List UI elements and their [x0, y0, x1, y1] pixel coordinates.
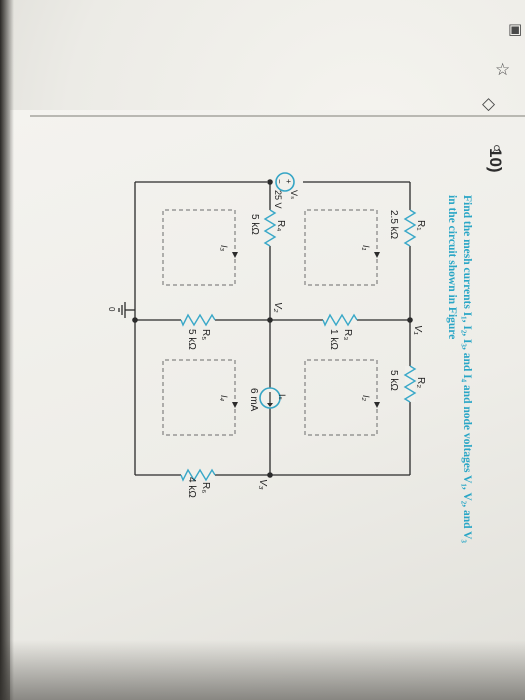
r3-value: 1 kΩ: [328, 329, 339, 350]
r4-name: R₄: [275, 220, 286, 231]
search-icon[interactable]: ⌕: [492, 138, 502, 158]
svg-text:+: +: [284, 179, 293, 184]
r2-name: R₂: [415, 377, 425, 388]
r3-name: R₃: [342, 329, 353, 340]
mesh-arrow-3: [232, 252, 238, 258]
node-v3-label: V₃: [257, 479, 268, 490]
r6-name: R₆: [200, 482, 211, 493]
resistor-r5: [180, 313, 216, 327]
r6-value: 4 kΩ: [186, 477, 197, 498]
r4-value: 5 kΩ: [249, 214, 260, 235]
voltage-source: + −: [275, 172, 295, 192]
is-value: 6 mA: [248, 388, 259, 412]
node-v2-label: V₂: [272, 302, 283, 313]
resistor-r1: [403, 209, 417, 247]
r5-value: 5 kΩ: [186, 329, 197, 350]
r5-name: R₅: [200, 329, 211, 340]
bookmark-icon[interactable]: ◇: [482, 94, 496, 114]
edge-shadow: [0, 0, 14, 700]
mesh-label-i3: I₃: [219, 245, 229, 252]
mesh-label-i2: I₂: [361, 395, 371, 402]
resistor-r2: [403, 365, 417, 403]
bottom-shadow: [0, 640, 525, 700]
node-dot-v2: [267, 317, 273, 323]
node-dot-ground: [132, 317, 138, 323]
resistor-r3: [322, 313, 358, 327]
resistor-r4: [263, 209, 277, 247]
mesh-arrow-1: [374, 252, 380, 258]
tab-icon[interactable]: ▣: [508, 20, 523, 38]
mesh-box-2: [304, 359, 378, 436]
mesh-box-3: [162, 209, 236, 286]
node-dot-left: [267, 179, 273, 185]
ground-label: 0: [107, 307, 116, 312]
mesh-label-i1: I₁: [361, 245, 371, 251]
question-number: 10): [486, 148, 505, 173]
mesh-arrow-2: [374, 402, 380, 408]
mesh-label-i4: I₄: [219, 395, 229, 402]
r1-name: R₁: [415, 220, 425, 231]
vs-value: 25 V: [273, 190, 283, 209]
mesh-box-1: [304, 209, 378, 286]
resistor-r6: [180, 468, 216, 482]
node-v1-label: V₁: [412, 325, 423, 335]
mesh-box-4: [162, 359, 236, 436]
star-icon[interactable]: ☆: [495, 60, 511, 80]
vs-name: Vₛ: [289, 190, 299, 199]
r2-value: 5 kΩ: [388, 370, 399, 391]
svg-text:−: −: [275, 179, 284, 184]
current-source: [259, 387, 281, 409]
r1-value: 2.5 kΩ: [388, 210, 399, 240]
node-dot-v3: [267, 472, 273, 478]
problem-statement: Find the mesh currents I₁, I₂, I₃, and I…: [446, 195, 473, 543]
node-dot-v1: [407, 317, 413, 323]
circuit-diagram: + −: [107, 172, 425, 498]
mesh-arrow-4: [232, 402, 238, 408]
is-name: Iₛ: [277, 394, 287, 400]
toolbar-divider: [30, 115, 525, 117]
